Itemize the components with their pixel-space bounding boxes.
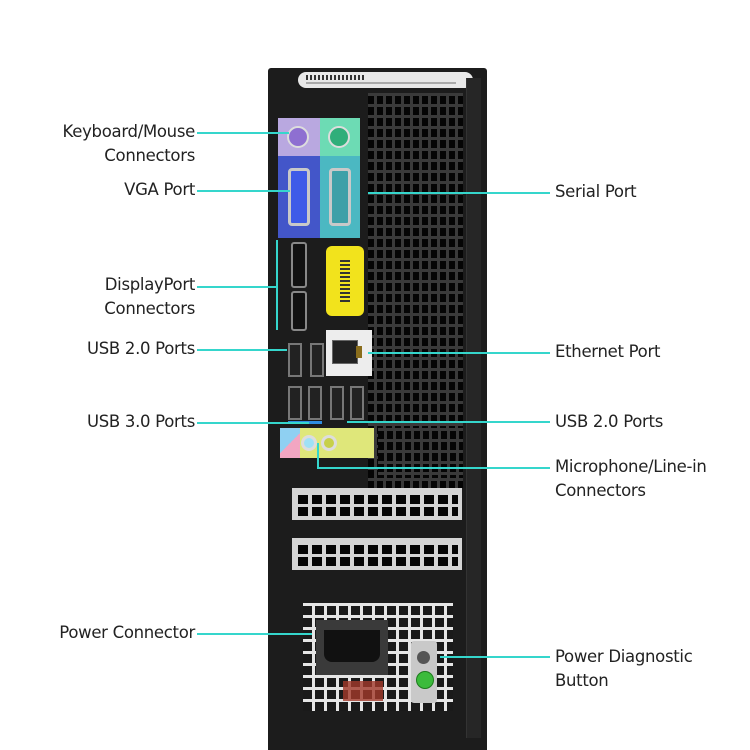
- displayport-2: [291, 291, 307, 331]
- mouse-port: [328, 126, 350, 148]
- power-diagnostic-button[interactable]: [416, 671, 434, 689]
- usb-3-port: [288, 386, 302, 420]
- label-power-connector: Power Connector: [59, 623, 195, 642]
- label-usb20-ports-left: USB 2.0 Ports: [86, 339, 195, 358]
- keyboard-port: [287, 126, 309, 148]
- label-mic-line-in-connectors: Microphone/Line-in Connectors: [555, 457, 707, 500]
- ethernet-panel: [326, 330, 372, 376]
- label-ethernet-port: Ethernet Port: [555, 342, 661, 361]
- displayport-1: [291, 242, 307, 288]
- leader-displayport-bracket: [276, 240, 278, 330]
- usb-2-port: [288, 343, 302, 377]
- expansion-slot-1: [292, 488, 462, 520]
- computer-chassis-rear: [268, 68, 487, 750]
- leader-mic-bracket: [317, 443, 319, 469]
- leader-power-connector: [197, 633, 312, 635]
- audio-panel-mic: [280, 428, 300, 458]
- leader-displayport: [197, 286, 277, 288]
- label-displayport-connectors: DisplayPort Connectors: [104, 275, 195, 318]
- power-diagnostic-panel: [411, 641, 437, 703]
- leader-keyboard-mouse: [197, 132, 289, 134]
- label-serial-port: Serial Port: [555, 182, 637, 201]
- label-usb20-ports-right: USB 2.0 Ports: [555, 412, 664, 431]
- usb-2-port: [330, 386, 344, 420]
- service-tag-label: [298, 72, 473, 88]
- expansion-slot-2: [292, 538, 462, 570]
- usb-2-port: [350, 386, 364, 420]
- label-power-diagnostic-button: Power Diagnostic Button: [555, 647, 693, 690]
- label-usb30-ports: USB 3.0 Ports: [86, 412, 195, 431]
- label-vga-port: VGA Port: [124, 180, 195, 199]
- side-rail: [466, 78, 481, 738]
- usb-2-port: [310, 343, 324, 377]
- line-in-jack: [321, 435, 337, 451]
- leader-ethernet: [368, 352, 550, 354]
- microphone-jack: [301, 435, 317, 451]
- leader-power-diagnostic: [440, 656, 550, 658]
- usb-3-port: [308, 386, 322, 420]
- ethernet-port: [332, 340, 358, 364]
- vent-grill-lower: [378, 428, 463, 478]
- leader-usb30: [197, 422, 309, 424]
- label-keyboard-mouse-connectors: Keyboard/Mouse Connectors: [62, 122, 196, 165]
- serial-port: [329, 168, 351, 226]
- power-connector-socket: [316, 620, 388, 675]
- barcode-sticker: [326, 246, 364, 316]
- leader-usb20-right: [347, 421, 550, 423]
- leader-vga: [197, 190, 290, 192]
- leader-usb20-left: [197, 349, 287, 351]
- leader-serial: [368, 192, 550, 194]
- vga-port: [288, 168, 310, 226]
- diagnostic-led: [417, 651, 430, 664]
- leader-mic-line-in: [318, 467, 550, 469]
